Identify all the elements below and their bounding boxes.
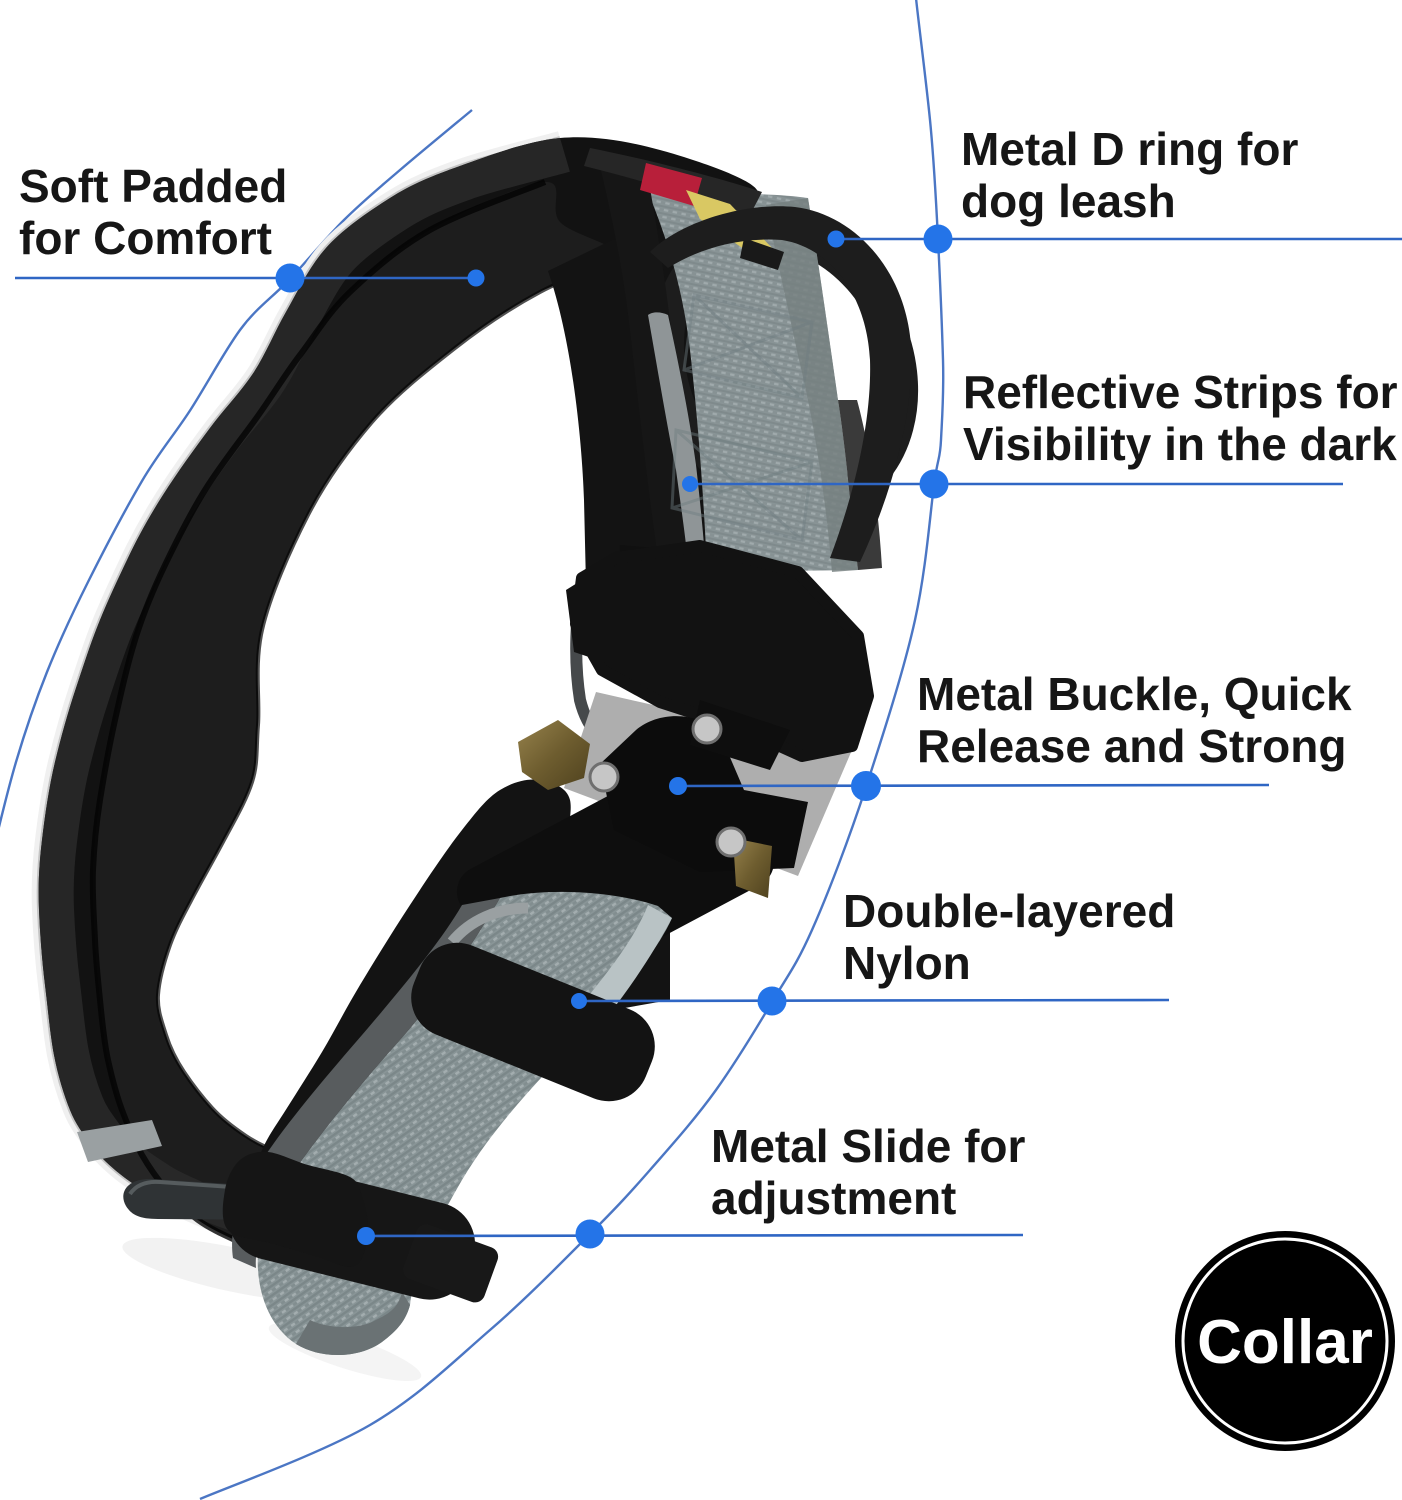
svg-text:Collar: Collar: [1197, 1308, 1373, 1377]
